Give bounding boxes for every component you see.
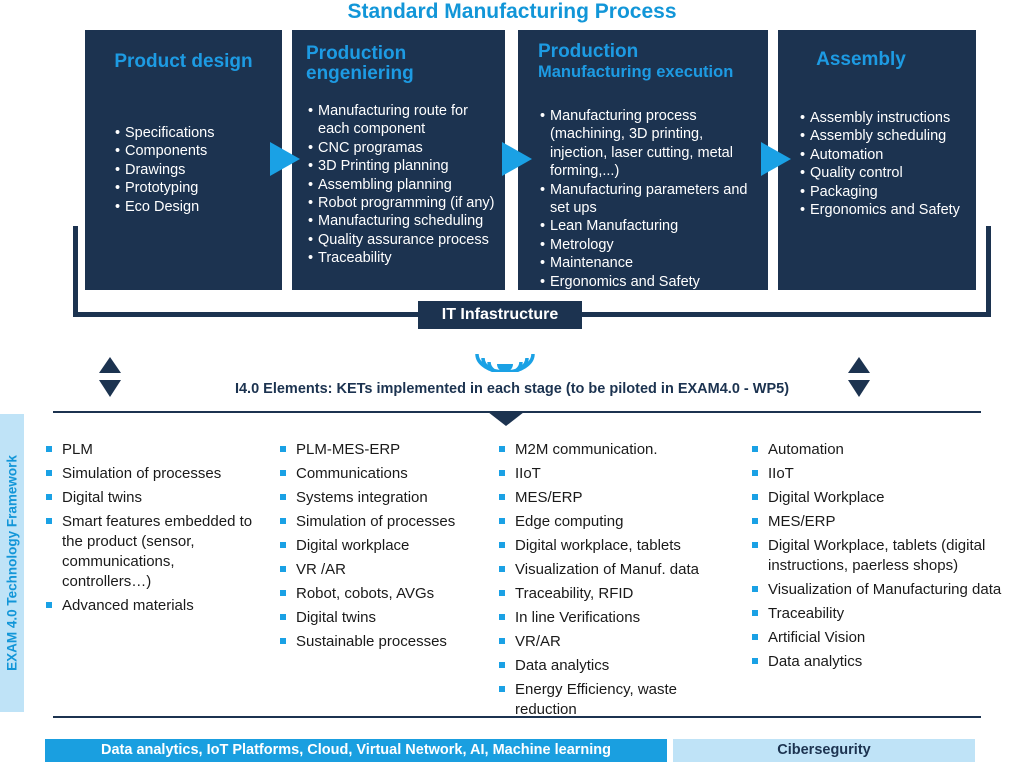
list-item: Manufacturing scheduling [308, 212, 498, 231]
list-item: M2M communication. [499, 440, 735, 460]
up-down-arrows-icon [848, 357, 870, 397]
list-item: VR/AR [499, 632, 735, 652]
list-item: Specifications [115, 124, 214, 143]
list-item: Quality control [800, 164, 960, 183]
list-item: Ergonomics and Safety [540, 273, 762, 292]
list-item: Systems integration [280, 488, 490, 508]
list-item: Manufacturing route for each component [308, 102, 498, 139]
list-item: Components [115, 142, 214, 161]
framework-side-label: EXAM 4.0 Technology Framework [0, 414, 24, 712]
it-bracket-right [986, 226, 991, 317]
triangle-right-arrow-icon [761, 142, 791, 176]
list-item: Packaging [800, 183, 960, 202]
list-item: Visualization of Manuf. data [499, 560, 735, 580]
stage-items: Manufacturing route for each component C… [308, 102, 498, 268]
stage-items: Manufacturing process (machining, 3D pri… [540, 107, 762, 291]
list-item: Drawings [115, 161, 214, 180]
list-item: Automation [752, 440, 1020, 460]
list-item: Traceability [752, 604, 1020, 624]
list-item: Advanced materials [46, 596, 264, 616]
list-item: Data analytics [752, 652, 1020, 672]
column-product-design: PLM Simulation of processes Digital twin… [46, 440, 264, 620]
list-item: MES/ERP [499, 488, 735, 508]
column-production-engineering: PLM-MES-ERP Communications Systems integ… [280, 440, 490, 656]
list-item: Prototyping [115, 179, 214, 198]
list-item: CNC programas [308, 139, 498, 158]
list-item: Communications [280, 464, 490, 484]
stage-items: Specifications Components Drawings Proto… [115, 124, 214, 216]
list-item: Maintenance [540, 254, 762, 273]
list-item: Edge computing [499, 512, 735, 532]
list-item: Artificial Vision [752, 628, 1020, 648]
list-item: Assembly instructions [800, 109, 960, 128]
stage-assembly: Assembly Assembly instructions Assembly … [778, 30, 976, 290]
column-assembly: Automation IIoT Digital Workplace MES/ER… [752, 440, 1020, 676]
list-item: Traceability, RFID [499, 584, 735, 604]
stage-title: Assembly [816, 49, 906, 70]
list-item: Traceability [308, 249, 498, 268]
list-item: Robot programming (if any) [308, 194, 498, 213]
list-item: Digital twins [280, 608, 490, 628]
list-item: IIoT [752, 464, 1020, 484]
triangle-right-arrow-icon [502, 142, 532, 176]
divider-bottom [53, 716, 981, 718]
stage-title: Production engeniering [306, 43, 414, 84]
list-item: Quality assurance process [308, 231, 498, 250]
list-item: Simulation of processes [280, 512, 490, 532]
list-item: Smart features embedded to the product (… [46, 512, 264, 592]
list-item: Metrology [540, 236, 762, 255]
list-item: Assembly scheduling [800, 127, 960, 146]
list-item: Digital workplace [280, 536, 490, 556]
list-item: Data analytics [499, 656, 735, 676]
list-item: Assembling planning [308, 176, 498, 195]
list-item: Digital twins [46, 488, 264, 508]
list-item: Digital Workplace [752, 488, 1020, 508]
triangle-right-arrow-icon [270, 142, 300, 176]
list-item: Manufacturing parameters and set ups [540, 181, 762, 218]
diagram-title: Standard Manufacturing Process [347, 0, 677, 23]
cybersecurity-bar: Cibersegurity [673, 739, 975, 762]
list-item: Sustainable processes [280, 632, 490, 652]
stage-title: Product design [114, 51, 253, 72]
stage-production-engineering: Production engeniering Manufacturing rou… [292, 30, 505, 290]
stage-items: Assembly instructions Assembly schedulin… [800, 109, 960, 220]
list-item: Energy Efficiency, waste reduction [499, 680, 735, 720]
stage-product-design: Product design Specifications Components… [85, 30, 282, 290]
list-item: 3D Printing planning [308, 157, 498, 176]
list-item: Ergonomics and Safety [800, 201, 960, 220]
list-item: PLM [46, 440, 264, 460]
ket-heading: I4.0 Elements: KETs implemented in each … [234, 381, 790, 397]
list-item: Simulation of processes [46, 464, 264, 484]
list-item: Automation [800, 146, 960, 165]
list-item: Lean Manufacturing [540, 217, 762, 236]
stage-title: Production Manufacturing execution [538, 41, 734, 82]
list-item: VR /AR [280, 560, 490, 580]
column-production-execution: M2M communication. IIoT MES/ERP Edge com… [499, 440, 735, 724]
list-item: Manufacturing process (machining, 3D pri… [540, 107, 762, 181]
list-item: Visualization of Manufacturing data [752, 580, 1020, 600]
list-item: Digital workplace, tablets [499, 536, 735, 556]
it-bracket-left [73, 226, 78, 317]
list-item: Digital Workplace, tablets (digital inst… [752, 536, 1020, 576]
list-item: Robot, cobots, AVGs [280, 584, 490, 604]
wireless-signal-icon [475, 353, 535, 372]
divider-pointer [488, 412, 524, 426]
stage-production-execution: Production Manufacturing execution Manuf… [518, 30, 768, 291]
data-platforms-bar: Data analytics, IoT Platforms, Cloud, Vi… [45, 739, 667, 762]
list-item: IIoT [499, 464, 735, 484]
list-item: MES/ERP [752, 512, 1020, 532]
list-item: In line Verifications [499, 608, 735, 628]
it-infrastructure-label: IT Infastructure [418, 301, 582, 329]
up-down-arrows-icon [99, 357, 121, 397]
list-item: PLM-MES-ERP [280, 440, 490, 460]
list-item: Eco Design [115, 198, 214, 217]
